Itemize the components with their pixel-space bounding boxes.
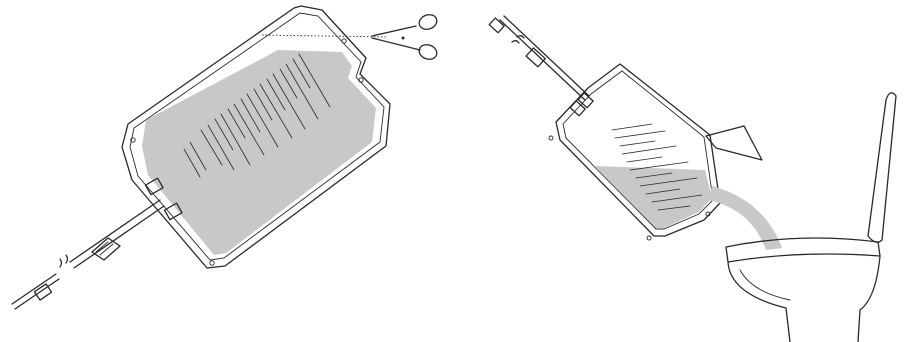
drain-tube-left [12,200,164,309]
full-drainage-bag [122,6,390,268]
bag-liquid [142,50,376,255]
tilted-drainage-bag [489,16,762,240]
cut-line-dotted [262,35,388,37]
toilet-bowl [726,238,880,262]
toilet-lid [868,93,896,242]
tube-clamp [526,48,545,67]
tube-clamp [92,238,120,260]
